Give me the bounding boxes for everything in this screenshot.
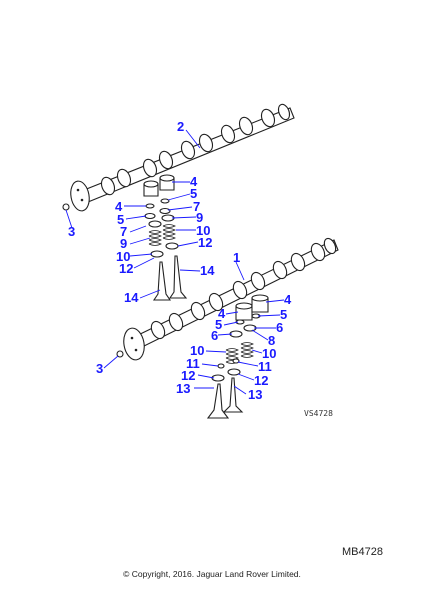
callout-9-upper-right: 9 bbox=[196, 210, 203, 225]
callout-13-lower-right: 13 bbox=[248, 387, 262, 402]
callout-6-lower-left: 6 bbox=[211, 328, 218, 343]
callout-5-upper-left: 5 bbox=[117, 212, 124, 227]
callout-10-upper-right: 10 bbox=[196, 223, 210, 238]
lower-plug bbox=[116, 350, 124, 358]
callout-6-lower-right: 6 bbox=[276, 320, 283, 335]
callout-3-upper: 3 bbox=[68, 224, 75, 239]
copyright-notice: © Copyright, 2016. Jaguar Land Rover Lim… bbox=[123, 569, 301, 579]
lower-camshaft bbox=[123, 237, 339, 361]
drawing-reference: VS4728 bbox=[304, 409, 333, 418]
callout-10-lower-right: 10 bbox=[262, 346, 276, 361]
callout-4-upper-left: 4 bbox=[115, 199, 123, 214]
callout-4-lower-left: 4 bbox=[218, 306, 226, 321]
callout-3-lower: 3 bbox=[96, 361, 103, 376]
callout-12-upper-left: 12 bbox=[119, 261, 133, 276]
callout-7-upper-right: 7 bbox=[193, 199, 200, 214]
callout-11-lower-right: 11 bbox=[258, 359, 272, 374]
upper-plug bbox=[62, 203, 70, 211]
callout-14-upper-right: 14 bbox=[200, 263, 215, 278]
callout-4-lower-right: 4 bbox=[284, 292, 292, 307]
callout-9-upper-left: 9 bbox=[120, 236, 127, 251]
callout-10-upper-left: 10 bbox=[116, 249, 130, 264]
lower-valve-train bbox=[206, 294, 269, 419]
callout-14-upper-left: 14 bbox=[124, 290, 139, 305]
callout-10-lower-left: 10 bbox=[190, 343, 204, 358]
reference-code: MB4728 bbox=[342, 546, 383, 558]
callout-1-lower-camshaft: 1 bbox=[233, 250, 240, 265]
callout-13-lower-left: 13 bbox=[176, 381, 190, 396]
callout-labels: 2 4 5 7 9 10 12 4 5 7 9 10 12 3 14 14 1 … bbox=[68, 119, 292, 402]
upper-valve-train bbox=[143, 174, 188, 301]
callout-7-upper-left: 7 bbox=[120, 224, 127, 239]
callout-4-upper-right: 4 bbox=[190, 174, 198, 189]
upper-camshaft bbox=[70, 103, 295, 212]
callout-11-lower-left: 11 bbox=[186, 356, 200, 371]
callout-12-upper-right: 12 bbox=[198, 235, 212, 250]
callout-5-lower-right: 5 bbox=[280, 307, 287, 322]
callout-12-lower-right: 12 bbox=[254, 373, 268, 388]
callout-5-lower-left: 5 bbox=[215, 317, 222, 332]
callout-5-upper-right: 5 bbox=[190, 186, 197, 201]
callout-2-upper-camshaft: 2 bbox=[177, 119, 184, 134]
leader-lines bbox=[65, 129, 285, 395]
callout-8-lower: 8 bbox=[268, 333, 275, 348]
callout-12-lower-left: 12 bbox=[181, 368, 195, 383]
